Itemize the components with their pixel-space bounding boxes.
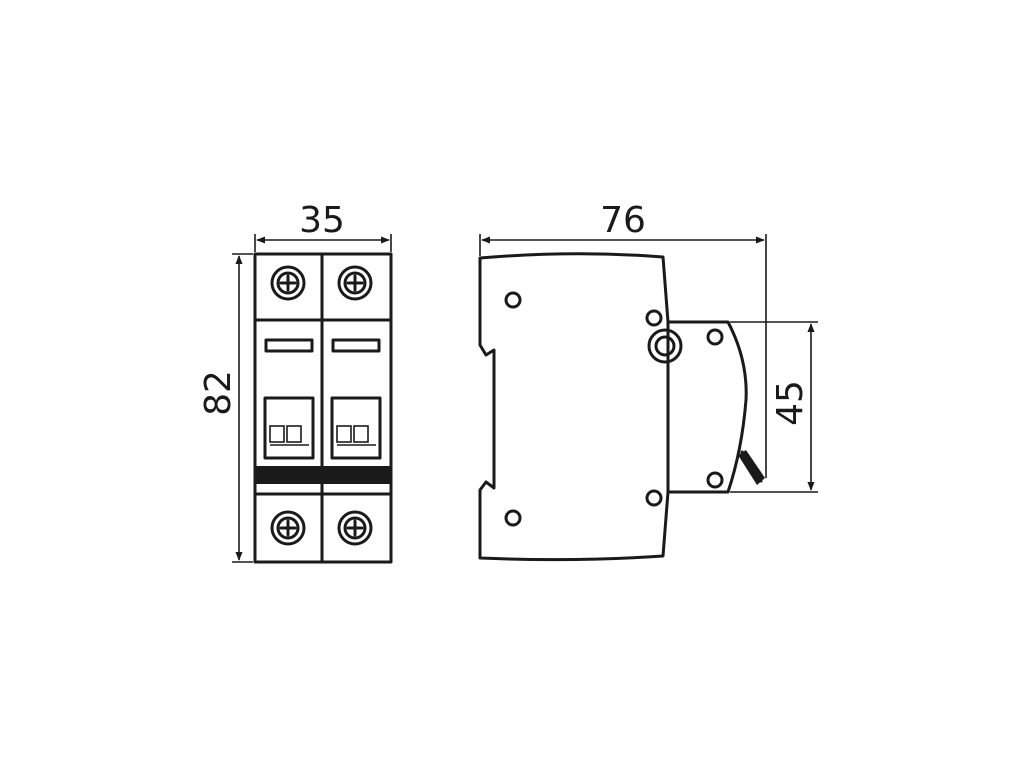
rivet-icon-front-bottom <box>706 471 724 489</box>
front-height-label: 45 <box>770 380 811 426</box>
side-toggle-lever-edge <box>740 450 763 483</box>
width-label: 35 <box>299 200 345 241</box>
rivet-icon-top-left <box>504 291 522 309</box>
rivet-icon-upper-mid <box>645 309 663 327</box>
screw-icon-top-left <box>270 265 306 301</box>
indicator-window-right <box>331 338 381 353</box>
black-band <box>255 466 391 484</box>
toggle-lever-right <box>330 396 382 460</box>
height-label: 82 <box>198 370 239 416</box>
screw-icon-bottom-right <box>337 510 373 546</box>
screw-icon-bottom-left <box>270 510 306 546</box>
rivet-icon-bottom-left <box>504 509 522 527</box>
rivet-icon-lower-mid <box>645 489 663 507</box>
depth-label: 76 <box>600 200 646 241</box>
side-body-outline <box>478 252 748 562</box>
rivet-icon-front-top <box>706 328 724 346</box>
front-view: 35 82 <box>198 200 393 564</box>
toggle-lever-left <box>263 396 315 460</box>
lever-pivot-icon <box>647 328 683 364</box>
screw-icon-top-right <box>337 265 373 301</box>
indicator-window-left <box>264 338 314 353</box>
side-view: 76 45 <box>478 200 818 562</box>
